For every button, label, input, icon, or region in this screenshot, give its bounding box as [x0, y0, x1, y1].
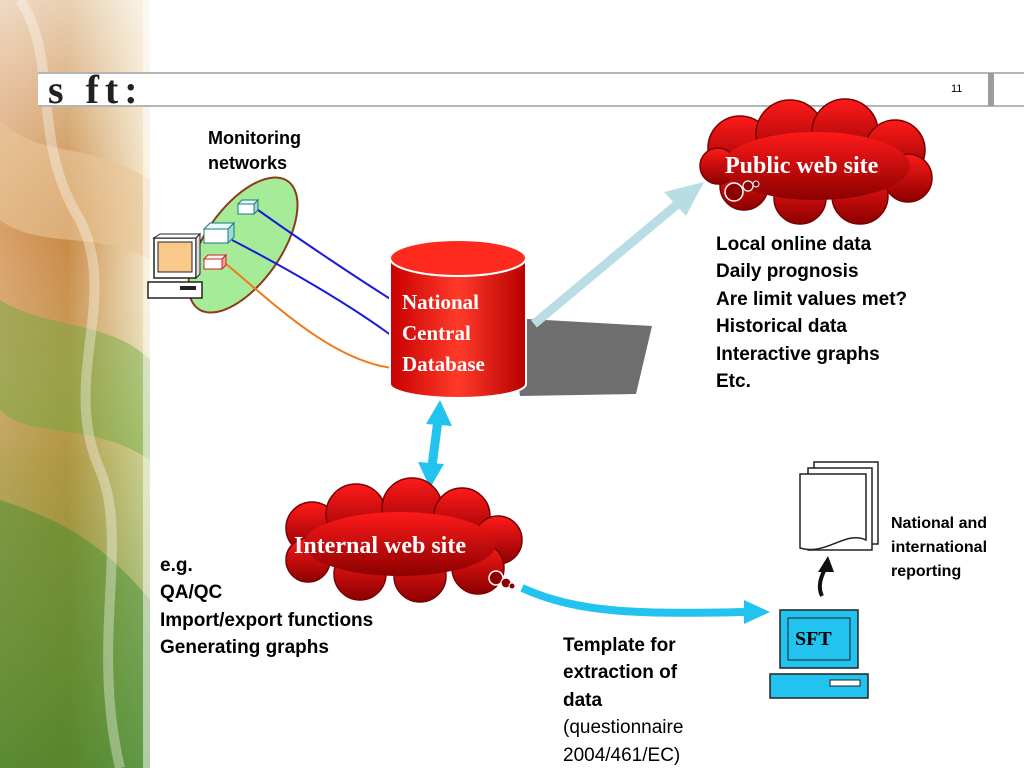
database-label: National Central Database: [402, 287, 485, 380]
template-note-subline: (questionnaire: [563, 717, 684, 739]
feature-item: Generating graphs: [160, 637, 329, 659]
database-label-line: Central: [402, 321, 471, 345]
feature-item: Local online data: [716, 234, 872, 255]
arrow-sft-to-reporting: [817, 556, 834, 597]
monitoring-label-line: networks: [208, 153, 288, 173]
arrow-internal-site-to-sft: [520, 584, 770, 624]
header-band: [38, 72, 1024, 107]
database-label-line: Database: [402, 352, 485, 376]
template-note-line: Template for: [563, 635, 676, 656]
monitoring-computer-icon: [147, 232, 203, 299]
feature-item: Etc.: [716, 371, 751, 393]
feature-item: QA/QC: [160, 582, 223, 604]
internal-site-features: e.g. QA/QC Import/export functions Gener…: [160, 552, 373, 662]
internal-web-site-title: Internal web site: [294, 533, 466, 559]
public-web-site-title: Public web site: [725, 153, 879, 179]
page-number: 11: [951, 83, 963, 95]
feature-item: e.g.: [160, 555, 193, 576]
feature-item: Interactive graphs: [716, 343, 880, 365]
monitoring-station-box: [236, 198, 260, 216]
monitoring-label-line: Monitoring: [208, 128, 301, 148]
logo-text: s ft:: [48, 67, 144, 112]
template-note-subline: 2004/461/EC): [563, 744, 681, 766]
sft-logo: s ft:: [48, 70, 144, 110]
monitoring-networks-label: Monitoring networks: [208, 126, 301, 176]
internal-web-site-cloud: [285, 477, 523, 603]
left-decorative-strip: [0, 0, 157, 768]
reporting-label-line: international: [891, 539, 988, 556]
feature-item: Daily prognosis: [716, 261, 859, 283]
public-web-site-cloud: [699, 98, 933, 225]
monitoring-station-box: [202, 221, 236, 245]
template-note-line: extraction of: [563, 662, 678, 684]
reporting-label: National and international reporting: [891, 512, 987, 584]
feature-item: Historical data: [716, 316, 847, 338]
template-note: Template for extraction of data (questio…: [563, 632, 683, 768]
reporting-label-line: National and: [891, 515, 988, 532]
database-shadow: [510, 318, 652, 396]
sft-screen-label: SFT: [795, 628, 832, 650]
arrow-database-internal-site: [418, 400, 452, 488]
reporting-label-line: reporting: [891, 563, 962, 580]
sft-computer-icon: [769, 609, 869, 699]
public-site-features: Local online data Daily prognosis Are li…: [716, 231, 907, 395]
monitoring-station-box: [202, 253, 228, 271]
database-label-line: National: [402, 290, 480, 314]
feature-item: Are limit values met?: [716, 288, 908, 310]
arrow-database-to-public-site: [531, 182, 704, 328]
template-note-line: data: [563, 689, 603, 711]
database-cylinder-icon: [389, 239, 527, 399]
feature-item: Import/export functions: [160, 609, 374, 631]
reporting-documents-icon: [799, 461, 879, 551]
network-connection-lines: [225, 209, 393, 369]
